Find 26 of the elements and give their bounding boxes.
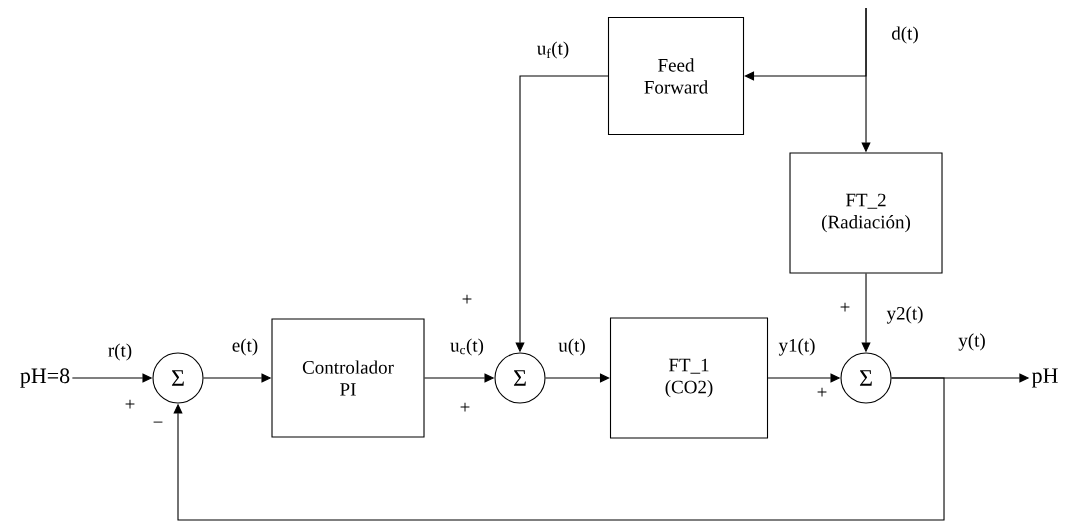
block-box: FT_2 (Radiación) bbox=[789, 152, 943, 274]
edge-label: u$_{f}$(t) bbox=[537, 41, 569, 59]
edge-label: e(t) bbox=[232, 338, 258, 356]
edge-label: r(t) bbox=[108, 343, 132, 361]
arrow bbox=[545, 373, 610, 383]
summing-junction: Σ bbox=[840, 352, 892, 404]
summing-junction: Σ bbox=[152, 352, 204, 404]
edge-label: d(t) bbox=[892, 26, 918, 44]
sign-label: − bbox=[153, 421, 163, 423]
sign-label: + bbox=[462, 294, 472, 304]
summing-junction: Σ bbox=[494, 352, 546, 404]
arrow bbox=[173, 377, 945, 521]
sign-label: + bbox=[460, 402, 470, 412]
edge-label: u(t) bbox=[558, 338, 585, 356]
signal-text: pH bbox=[1031, 368, 1058, 388]
block-box: FT_1 (CO2) bbox=[609, 317, 769, 439]
sign-label: + bbox=[125, 399, 135, 409]
edge-label: u$_{c}$(t) bbox=[450, 338, 484, 356]
sign-label: + bbox=[817, 387, 827, 397]
block-box: Controlador PI bbox=[271, 318, 425, 438]
block-box: Feed Forward bbox=[607, 16, 745, 136]
edge-label: y2(t) bbox=[886, 306, 923, 324]
sign-label: + bbox=[840, 302, 850, 312]
signal-text: pH=8 bbox=[20, 368, 70, 388]
edge-label: y(t) bbox=[958, 333, 985, 351]
edge-label: y1(t) bbox=[778, 338, 815, 356]
